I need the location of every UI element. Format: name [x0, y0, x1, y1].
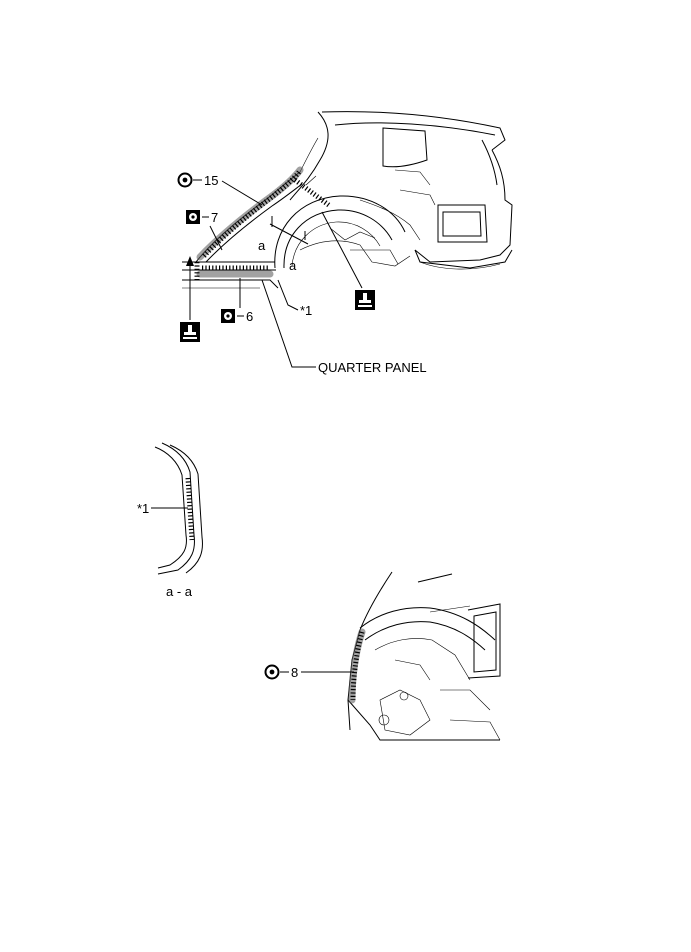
note-1-main: *1	[277, 279, 312, 318]
section-mark-a-left: a	[258, 238, 266, 253]
weld-gun-icon	[180, 322, 200, 342]
callout-6: 6	[221, 278, 253, 324]
square-circle-icon	[221, 309, 235, 323]
quarter-body-illustration	[182, 111, 513, 289]
callout-8: 8	[264, 664, 354, 680]
quarter-panel-callout: QUARTER PANEL	[261, 279, 427, 375]
square-circle-icon	[186, 210, 200, 224]
callout-7: 7	[186, 210, 223, 251]
section-mark-a-right: a	[289, 258, 297, 273]
callout-15: 15	[177, 172, 263, 206]
section-title: a - a	[166, 584, 193, 599]
wheelhouse-illustration	[347, 571, 501, 741]
callout-6-number: 6	[246, 309, 253, 324]
weld-gun-arrows	[186, 211, 363, 320]
callout-7-number: 7	[211, 210, 218, 225]
callout-8-number: 8	[291, 665, 298, 680]
quarter-panel-label: QUARTER PANEL	[318, 360, 427, 375]
weld-gun-icon	[355, 290, 375, 310]
double-circle-icon	[264, 664, 280, 680]
note-1-main-text: *1	[300, 303, 312, 318]
callout-15-number: 15	[204, 173, 218, 188]
double-circle-icon	[177, 172, 193, 188]
section-view-a-a: *1 a - a	[137, 442, 203, 599]
note-1-section-text: *1	[137, 501, 149, 516]
